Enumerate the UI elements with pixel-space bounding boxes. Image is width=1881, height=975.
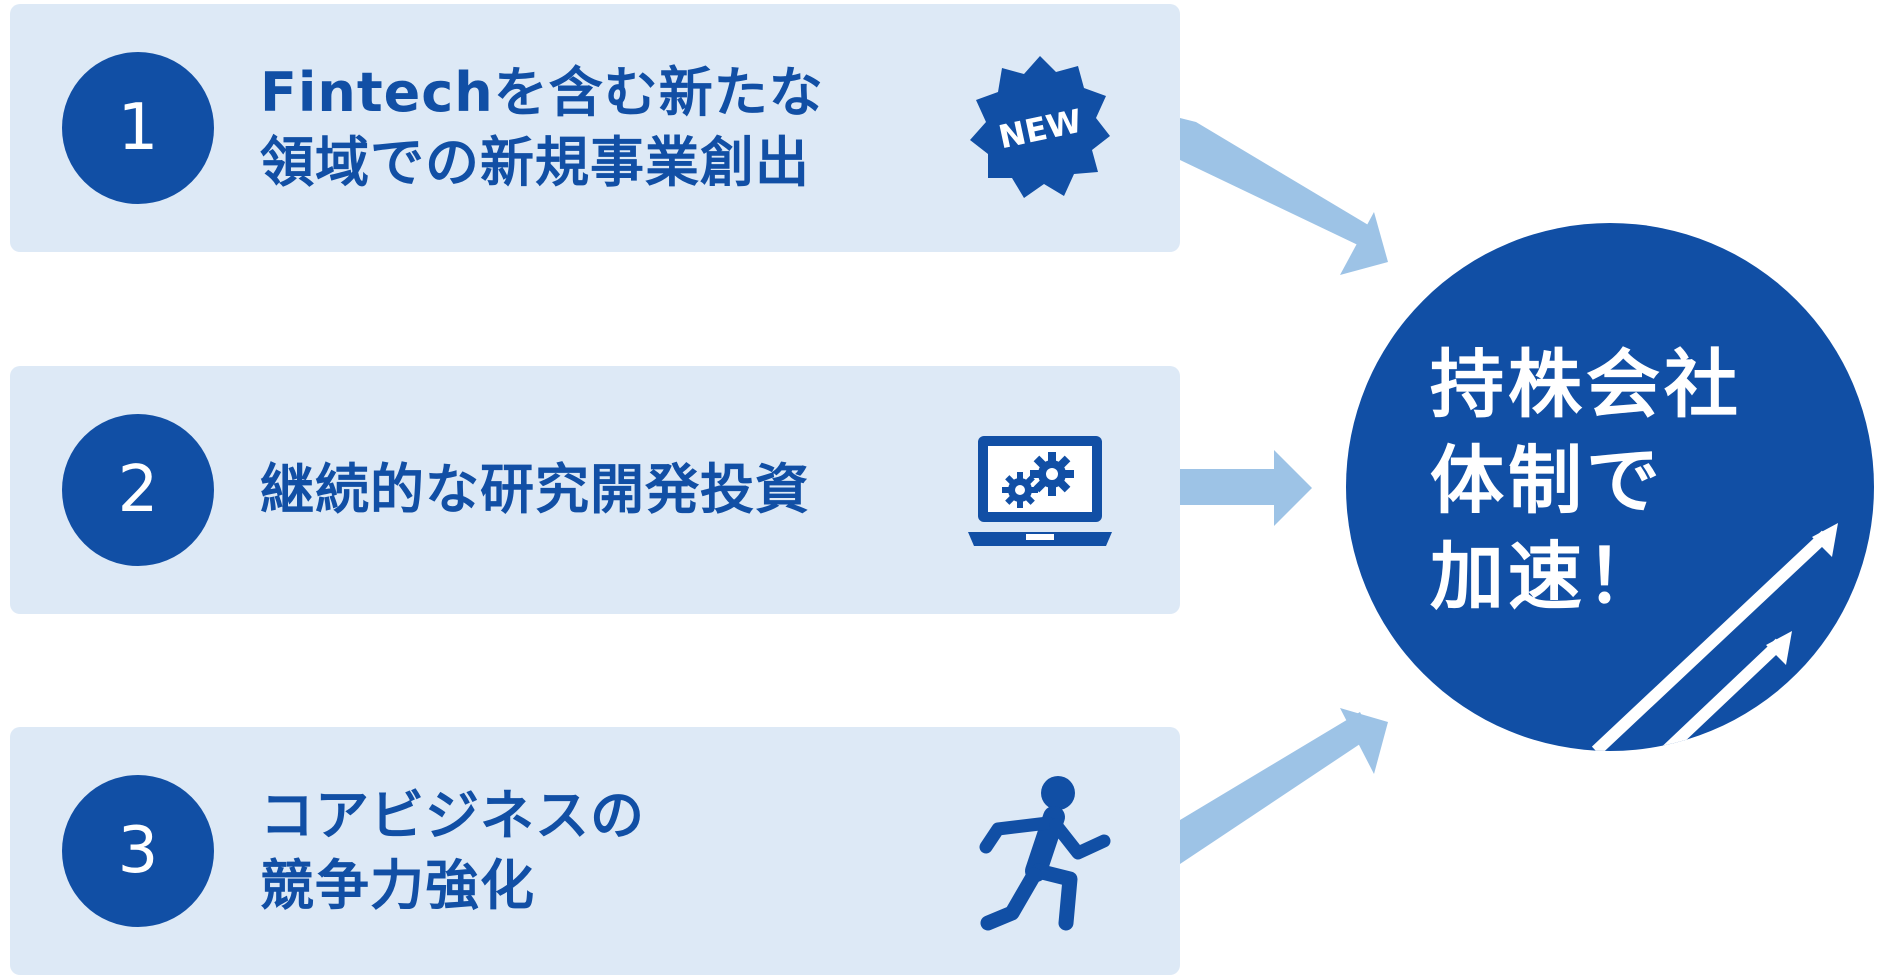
item-panel-3: 3 コアビジネスの 競争力強化 [10,727,1180,975]
arrow-1 [1180,118,1388,275]
arrow-3 [1180,708,1388,864]
hub-text: 持株会社 体制で 加速！ [1430,337,1742,625]
item-number-3: 3 [62,775,214,927]
item-label-3: コアビジネスの 競争力強化 [260,727,960,975]
item-label-2-line1: 継続的な研究開発投資 [260,458,810,521]
item-label-1: Fintechを含む新たな 領域での新規事業創出 [260,4,960,252]
item-number-2: 2 [62,414,214,566]
new-badge-icon: NEW [960,48,1120,208]
hub-line2: 体制で [1430,438,1664,524]
item-panel-1: 1 Fintechを含む新たな 領域での新規事業創出 NEW [10,4,1180,252]
item-label-3-line2: 競争力強化 [260,854,535,917]
growth-arrows-icon [1591,523,1838,751]
item-label-2: 継続的な研究開発投資 [260,366,960,614]
laptop-gears-icon [960,410,1120,570]
running-person-icon [960,771,1120,931]
hub-line3: 加速！ [1430,534,1664,620]
item-label-1-line1: Fintechを含む新たな [260,61,824,124]
item-panel-2: 2 継続的な研究開発投資 [10,366,1180,614]
item-number-1: 1 [62,52,214,204]
item-label-3-line1: コアビジネスの [260,784,645,847]
hub-circle: 持株会社 体制で 加速！ [1346,223,1874,751]
hub-line1: 持株会社 [1430,342,1742,428]
arrow-2 [1180,450,1312,526]
item-label-1-line2: 領域での新規事業創出 [260,131,810,194]
